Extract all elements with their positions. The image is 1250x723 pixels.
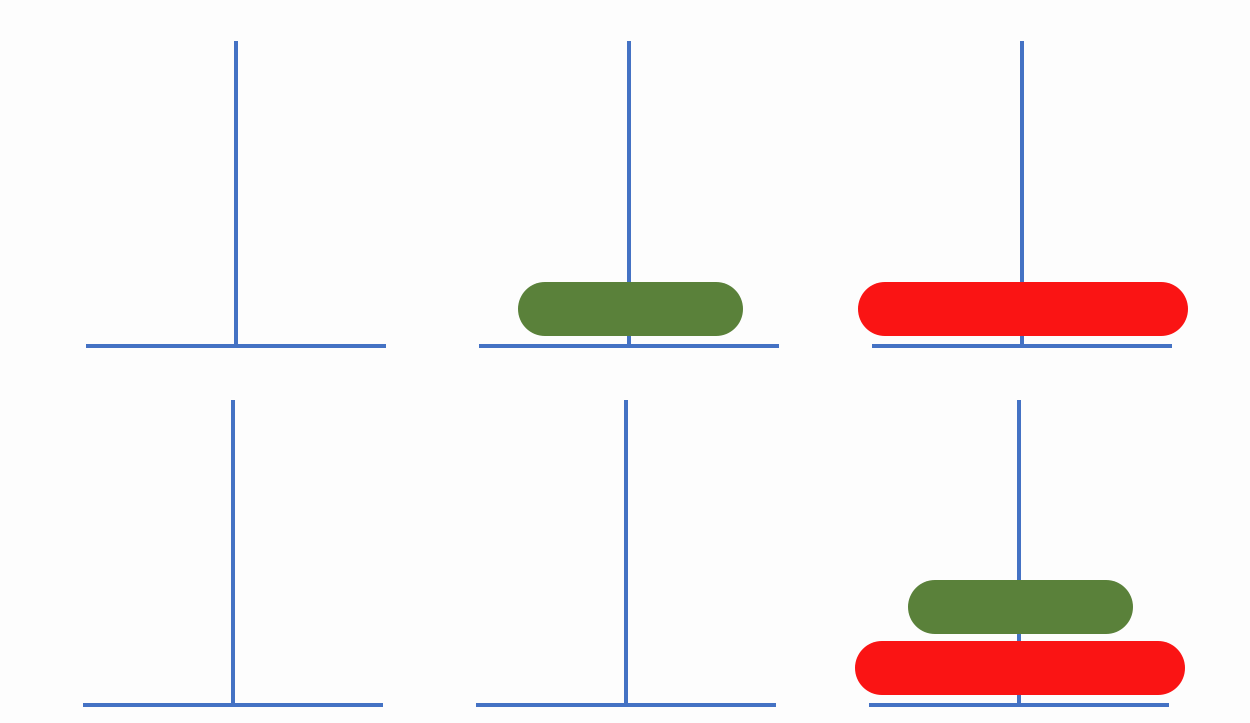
disk-large[interactable] bbox=[858, 282, 1188, 336]
peg-pole bbox=[1020, 41, 1024, 348]
peg-base bbox=[476, 703, 776, 707]
disk-small[interactable] bbox=[517, 282, 743, 336]
hanoi-state-1 bbox=[86, 0, 1188, 362]
peg-2[interactable] bbox=[476, 359, 776, 721]
peg-base bbox=[479, 344, 779, 348]
disk-large[interactable] bbox=[855, 641, 1185, 695]
peg-pole bbox=[231, 400, 235, 707]
peg-base bbox=[86, 344, 386, 348]
peg-1[interactable] bbox=[86, 0, 386, 362]
peg-pole bbox=[624, 400, 628, 707]
peg-pole bbox=[234, 41, 238, 348]
peg-3[interactable] bbox=[855, 359, 1185, 721]
peg-pole bbox=[1017, 400, 1021, 707]
peg-1[interactable] bbox=[83, 359, 383, 721]
peg-base bbox=[869, 703, 1169, 707]
peg-2[interactable] bbox=[479, 0, 779, 362]
peg-3[interactable] bbox=[858, 0, 1188, 362]
peg-base bbox=[83, 703, 383, 707]
hanoi-state-2 bbox=[0, 359, 1250, 721]
disk-small[interactable] bbox=[907, 580, 1133, 634]
peg-base bbox=[872, 344, 1172, 348]
peg-pole bbox=[627, 41, 631, 348]
